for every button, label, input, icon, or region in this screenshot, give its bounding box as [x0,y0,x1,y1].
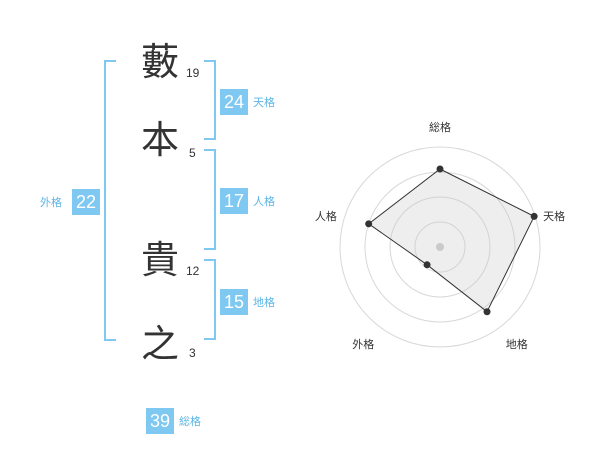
chikaku-bracket [204,259,216,340]
gaikaku-value: 22 [72,189,100,215]
radar-point-4 [423,261,431,269]
radar-point-3 [483,308,491,316]
name-char-2: 本 [140,118,179,162]
tenkaku-label: 天格 [253,96,275,109]
name-char-3: 貴 [140,238,179,282]
radar-axis-label-4: 外格 [352,337,374,351]
radar-point-2 [530,212,538,220]
chikaku-value: 15 [220,289,248,315]
stroke-count-4: 3 [189,346,196,360]
tenkaku-bracket [204,60,216,140]
name-char-4: 之 [140,322,179,366]
soukaku-label: 総格 [179,415,201,428]
radar-grid-ring-2 [389,196,491,298]
stroke-count-2: 5 [189,146,196,160]
stroke-count-1: 19 [186,66,200,80]
stroke-count-3: 12 [186,264,200,278]
jinkaku-value: 17 [220,188,248,214]
radar-axis-label-3: 地格 [506,337,528,351]
gaikaku-bracket [104,60,116,341]
tenkaku-value: 24 [220,89,248,115]
radar-center-dot [436,243,444,251]
jinkaku-bracket [204,149,216,250]
radar-grid-ring-1 [414,221,466,273]
soukaku-value: 39 [146,408,174,434]
radar-grid-ring-4 [339,146,541,348]
radar-axis-label-1: 総格 [429,120,451,134]
radar-axis-label-5: 人格 [315,209,337,223]
jinkaku-label: 人格 [253,195,275,208]
radar-data-polygon [367,168,535,313]
chikaku-label: 地格 [253,296,275,309]
radar-axis-label-2: 天格 [543,209,565,223]
gaikaku-label: 外格 [40,196,62,209]
radar-point-5 [365,220,373,228]
name-char-1: 藪 [140,40,179,84]
radar-point-1 [436,165,444,173]
